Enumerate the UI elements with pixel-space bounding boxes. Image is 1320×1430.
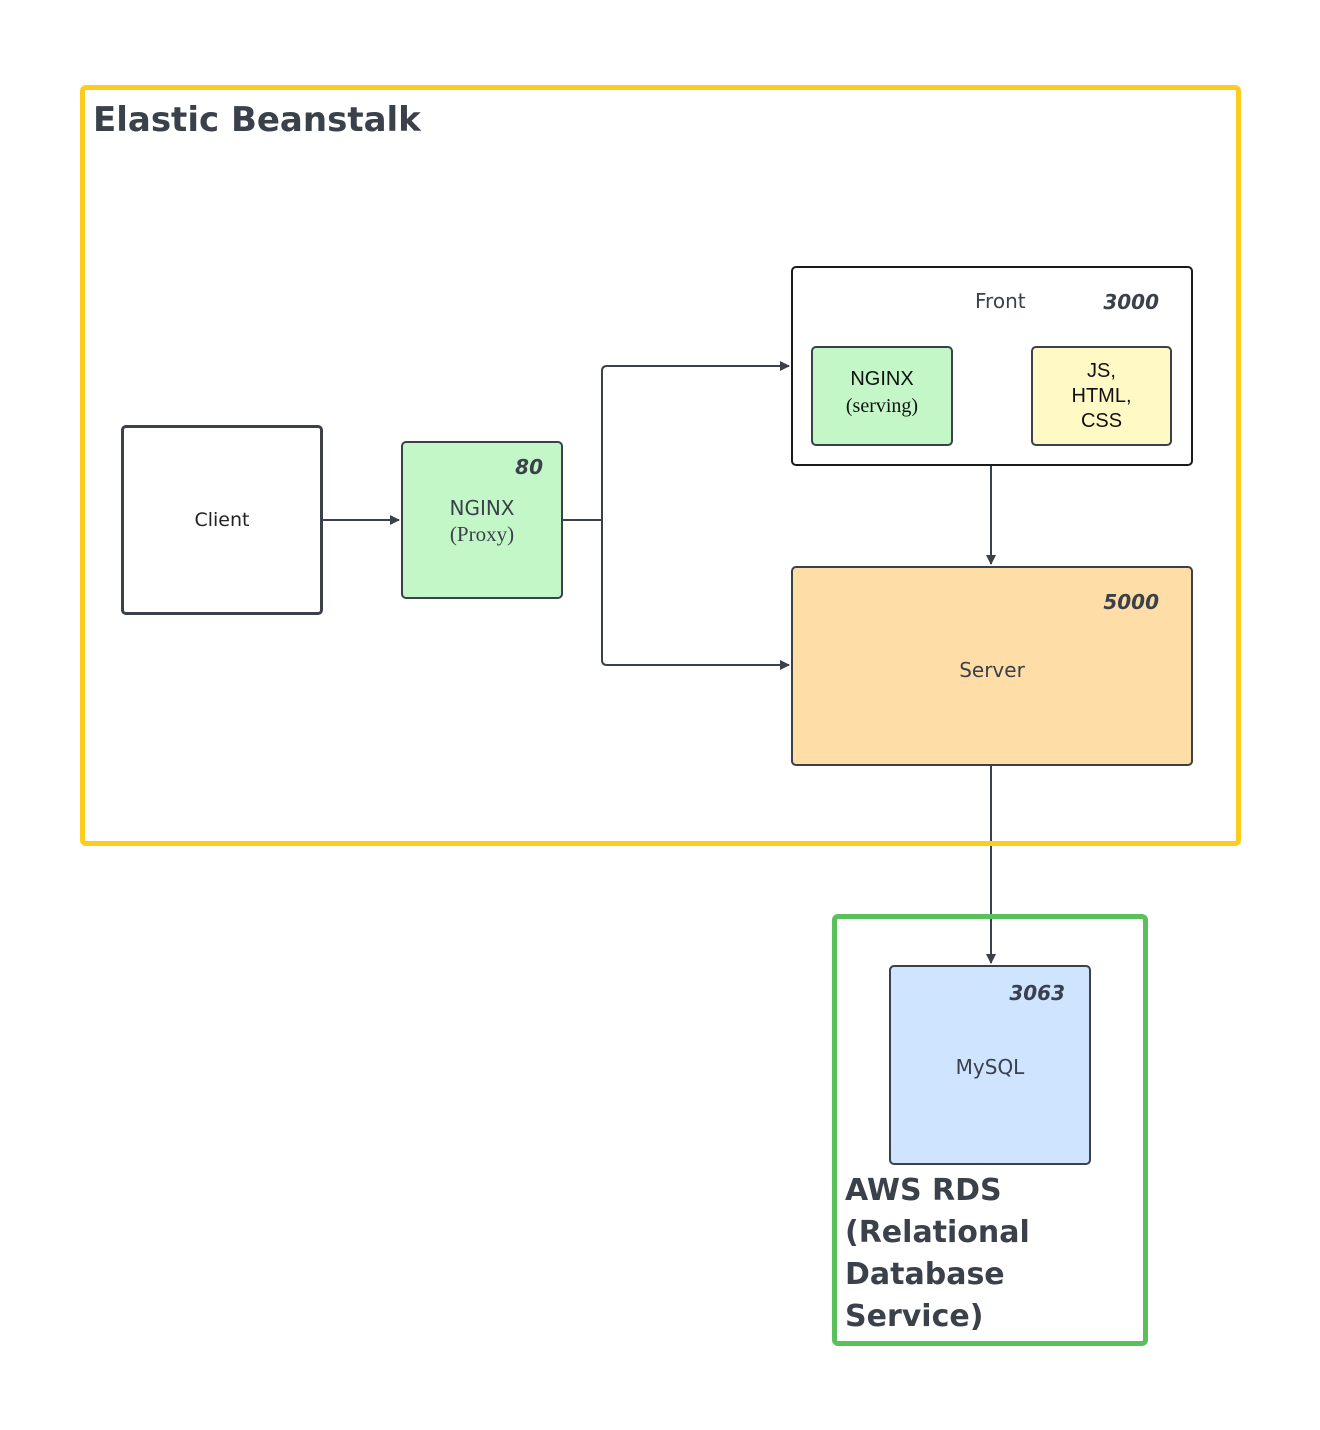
elastic-beanstalk-title: Elastic Beanstalk [93,100,421,140]
proxy-port: 80 [515,455,543,479]
front-title: Front [975,289,1026,313]
static-line-3: CSS [1080,410,1123,432]
nginx-proxy-box: 80 NGINX (Proxy) [401,441,563,599]
server-label: Server [959,658,1025,682]
mysql-port: 3063 [1009,981,1065,1005]
server-port: 5000 [1103,590,1159,614]
front-port: 3000 [1103,290,1159,314]
rds-title-line: (Relational [845,1215,1030,1250]
mysql-label: MySQL [955,1055,1025,1079]
rds-title-line: AWS RDS [845,1173,1002,1208]
aws-rds-title: AWS RDS (Relational Database Service) [845,1170,1135,1338]
proxy-to-server-arrow [601,520,790,670]
elastic-beanstalk-container [80,85,1241,846]
server-box: 5000 Server [791,566,1193,766]
static-line-2: HTML, [1071,385,1132,407]
proxy-role: (Proxy) [449,522,515,546]
rds-title-line: Service) [845,1299,984,1334]
proxy-name: NGINX [449,496,515,520]
static-line-1: JS, [1087,360,1116,382]
mysql-box: 3063 MySQL [889,965,1091,1165]
static-assets-box: JS, HTML, CSS [1031,346,1172,446]
rds-title-line: Database [845,1257,1005,1292]
aws-rds-container [832,914,1148,1346]
client-label: Client [194,509,250,531]
nginx-serving-box: NGINX (serving) [811,346,953,446]
serving-name: NGINX [850,368,914,390]
client-box: Client [121,425,323,615]
proxy-to-front-arrow [563,361,790,521]
serving-role: (serving) [845,395,919,417]
